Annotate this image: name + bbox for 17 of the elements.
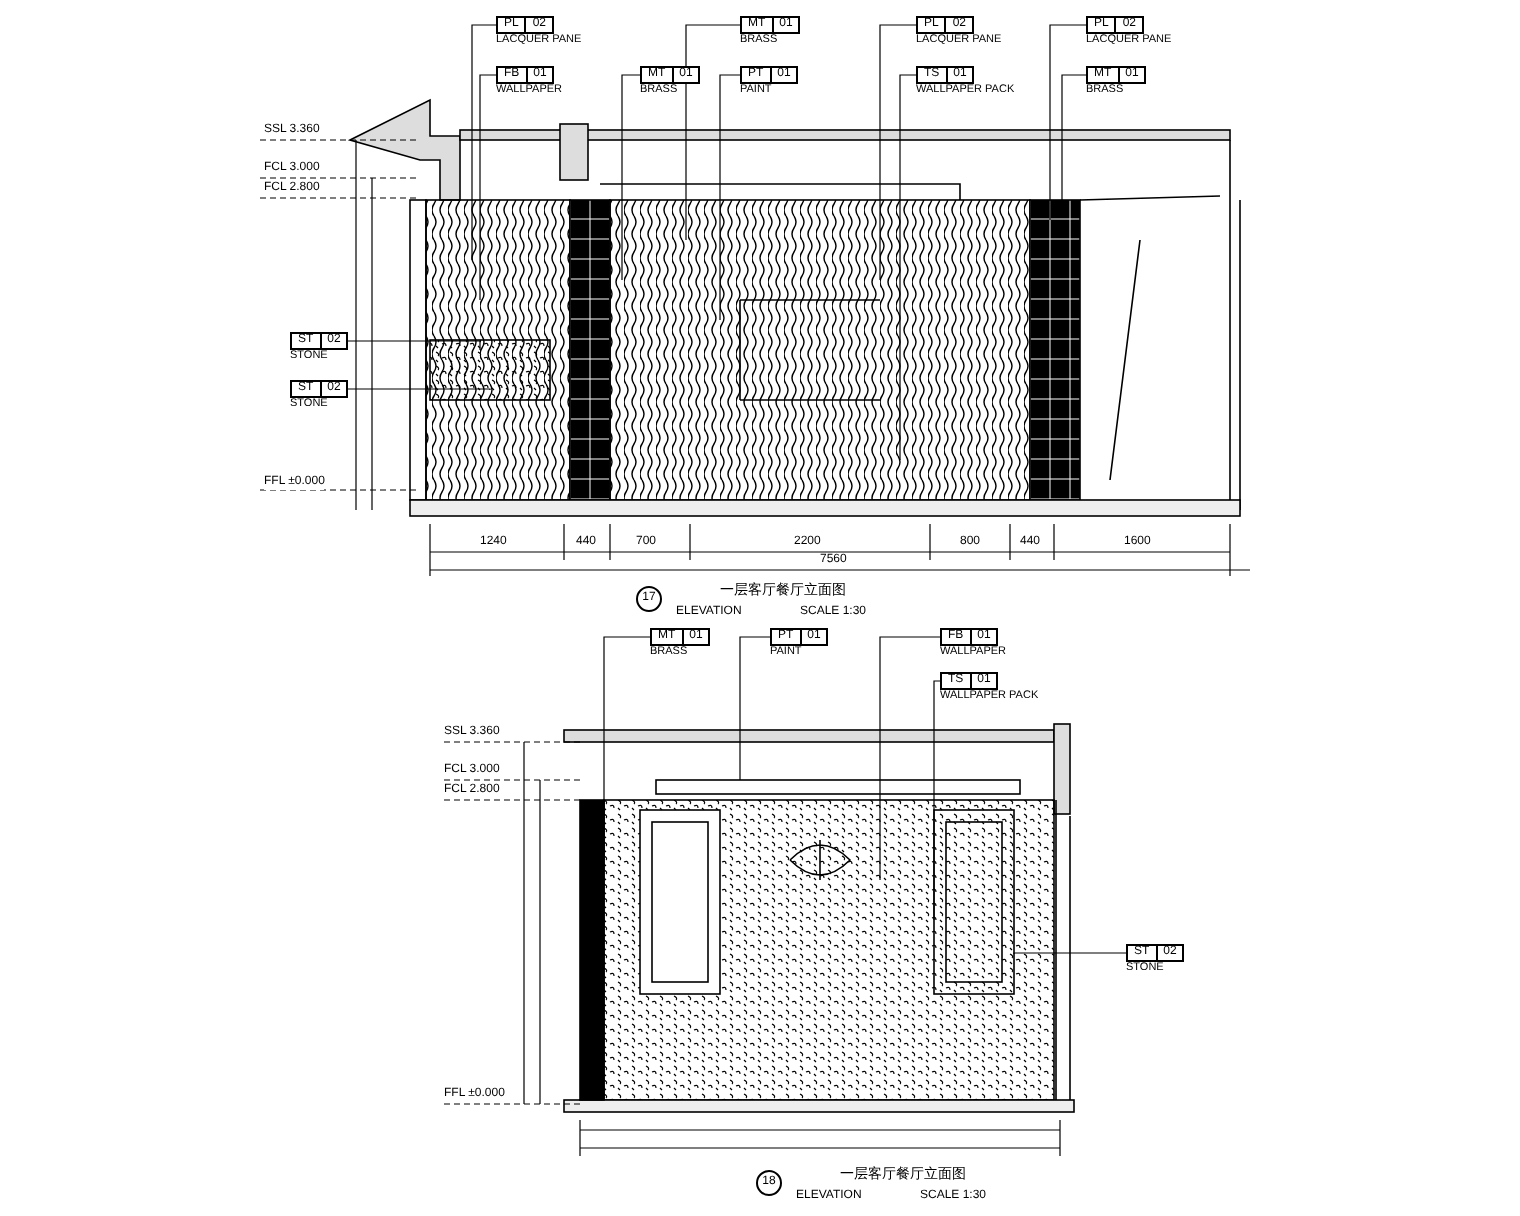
wall-strip — [579, 799, 605, 1101]
leader-line — [879, 24, 917, 281]
leader-line — [685, 24, 741, 241]
cove-light — [655, 779, 1021, 795]
leader-line — [621, 74, 641, 281]
leader-line — [719, 74, 741, 321]
leader-line — [1049, 24, 1087, 221]
leader-line — [347, 388, 491, 391]
leader-line — [603, 636, 651, 861]
leader-line — [933, 680, 941, 921]
leader-line — [899, 74, 917, 461]
leader-line — [479, 74, 497, 301]
leader-line — [347, 340, 481, 351]
leader-line — [1013, 952, 1127, 955]
leader-line — [879, 636, 941, 881]
leader-line — [471, 24, 497, 261]
window-frame — [933, 809, 1015, 995]
